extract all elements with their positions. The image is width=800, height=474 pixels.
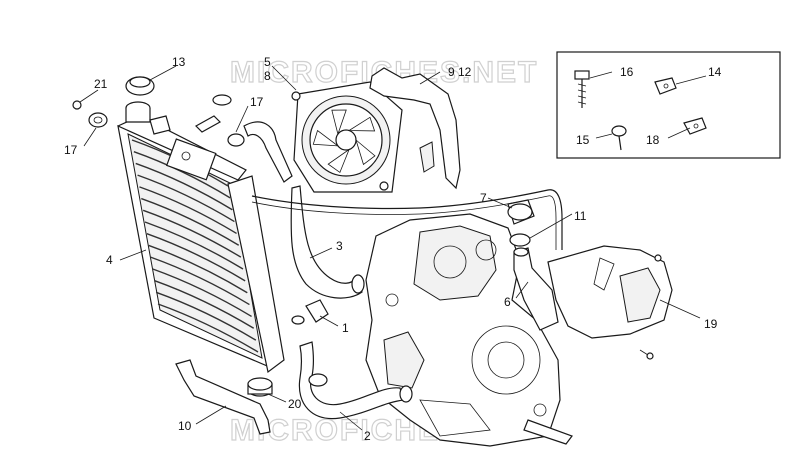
callout-7: 7 [480, 191, 487, 205]
grommet-21 [72, 100, 108, 128]
radiator-fin [152, 268, 252, 318]
radiator-fin [150, 256, 250, 306]
radiator-fin [148, 244, 248, 294]
hose-3 [290, 185, 365, 299]
radiator-fin [135, 162, 233, 211]
fan-blade [355, 138, 376, 166]
cooling-fan-5 [291, 81, 403, 193]
callout-10: 10 [178, 419, 192, 433]
callout-11: 11 [574, 209, 587, 223]
hose-lower-2 [298, 341, 413, 420]
callout-9-12: 9 12 [448, 65, 472, 79]
thermostat-housing-6 [513, 247, 559, 331]
radiator-fin [144, 221, 244, 270]
leader-lines [79, 65, 707, 431]
engine-block [365, 213, 573, 447]
o-ring-11 [509, 233, 531, 247]
radiator-fin [157, 303, 259, 353]
callout-labels: 13 21 17 17 5 8 9 12 4 3 1 2 10 20 7 11 … [64, 55, 722, 443]
callout-19: 19 [704, 317, 718, 331]
radiator-fin [155, 291, 257, 341]
radiator-4 [117, 115, 285, 374]
thermoswitch-1 [291, 299, 329, 325]
radiator-fin [146, 233, 246, 282]
callout-15: 15 [576, 133, 590, 147]
radiator-fin [141, 197, 240, 246]
small-parts-box [556, 51, 781, 159]
callout-13: 13 [172, 55, 186, 69]
callout-16: 16 [620, 65, 634, 79]
fan-blade [327, 148, 350, 174]
radiator-fin [154, 279, 255, 329]
thermostat-cover-7 [507, 199, 535, 225]
callout-5: 5 [264, 55, 271, 69]
vent-tube-7 [251, 189, 563, 250]
fan-blade [347, 116, 376, 132]
callout-2: 2 [364, 429, 371, 443]
filler-cap-13 [125, 76, 155, 123]
fan-blade [331, 109, 347, 136]
filler-plug-17 [149, 115, 171, 135]
hose-upper-17 [195, 94, 293, 183]
clip-18 [683, 117, 707, 135]
fan-shroud-9-12 [369, 67, 461, 190]
callout-3: 3 [336, 239, 343, 253]
bracket-10 [175, 359, 271, 435]
callout-1: 1 [342, 321, 349, 335]
callout-18: 18 [646, 133, 660, 147]
callout-4: 4 [106, 253, 113, 267]
radiator-fin [142, 209, 242, 258]
callout-17-top: 17 [250, 95, 264, 109]
callout-17-left: 17 [64, 143, 78, 157]
callout-8: 8 [264, 69, 271, 83]
cover-19 [547, 245, 673, 360]
screw-16 [574, 70, 590, 108]
screw-15 [611, 125, 627, 151]
callout-21: 21 [94, 77, 108, 91]
callout-20: 20 [288, 397, 302, 411]
callout-6: 6 [504, 295, 511, 309]
radiator-fin [137, 174, 235, 223]
grommet-20 [247, 377, 273, 397]
callout-14: 14 [708, 65, 722, 79]
fan-blade [312, 129, 340, 147]
radiator-fin [139, 186, 237, 235]
radiator-fin [133, 151, 231, 199]
clip-14 [654, 77, 677, 95]
